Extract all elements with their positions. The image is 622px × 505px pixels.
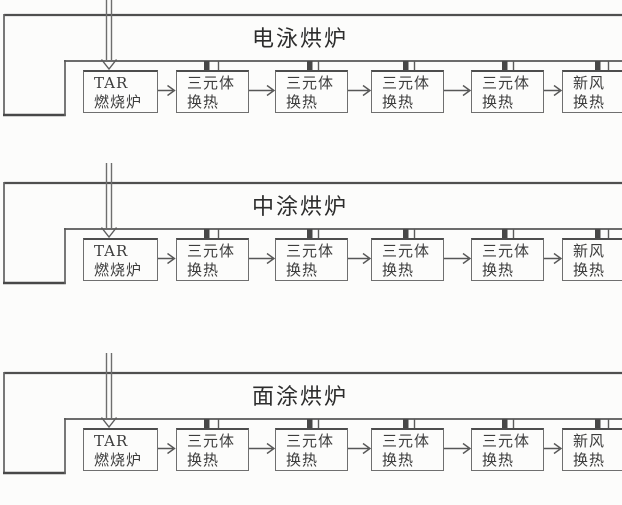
- flow-arrow-icon: [158, 442, 176, 455]
- box-label-line2: 换热: [482, 261, 515, 279]
- section-title: 中涂烘炉: [252, 195, 349, 220]
- duct-tick-connectors: [204, 61, 610, 71]
- box-label-line1: 新风: [573, 242, 606, 260]
- duct-down-arrow-icon: [100, 163, 118, 239]
- oven-outline-drawing: [3, 163, 622, 285]
- box-label-line1: TAR: [94, 74, 129, 92]
- tar-burner-box: TAR 燃烧炉: [83, 238, 158, 281]
- box-label-line1: 三元体: [187, 242, 236, 260]
- box-label-line1: 三元体: [382, 242, 431, 260]
- box-label-line1: 三元体: [187, 74, 236, 92]
- ternary-heat-exchanger-box: 三元体 换热: [471, 238, 544, 281]
- flow-arrow-icon: [249, 84, 276, 97]
- duct-down-arrow-icon: [100, 0, 118, 71]
- box-label-line1: 三元体: [286, 242, 335, 260]
- flow-arrows: [158, 442, 563, 455]
- ternary-heat-exchanger-box: 三元体 换热: [471, 428, 544, 471]
- flow-arrow-icon: [158, 84, 176, 97]
- box-label-line2: 换热: [382, 93, 415, 111]
- flow-arrow-icon: [249, 252, 276, 265]
- box-label-line1: 新风: [573, 74, 606, 92]
- box-label-line2: 换热: [286, 93, 319, 111]
- ternary-heat-exchanger-box: 三元体 换热: [176, 70, 249, 113]
- flow-arrows: [158, 84, 563, 97]
- box-label-line2: 换热: [286, 261, 319, 279]
- duct-tick-connectors: [204, 229, 610, 239]
- ternary-heat-exchanger-box: 三元体 换热: [275, 428, 348, 471]
- box-label-line1: 新风: [573, 432, 606, 450]
- flow-arrow-icon: [348, 442, 372, 455]
- box-label-line2: 换热: [573, 93, 606, 111]
- section-title: 面涂烘炉: [252, 385, 349, 410]
- box-label-line2: 换热: [382, 451, 415, 469]
- flow-arrow-icon: [444, 84, 472, 97]
- flow-arrow-icon: [544, 252, 563, 265]
- ternary-heat-exchanger-box: 三元体 换热: [275, 238, 348, 281]
- duct-down-arrow-icon: [100, 353, 118, 429]
- oven-section-midcoat: 中涂烘炉 TAR 燃烧炉 三元体 换热 三元体 换热 三元体 换热 三元体 换热…: [0, 163, 622, 289]
- box-label-line1: 三元体: [482, 74, 531, 92]
- flow-arrow-icon: [348, 84, 372, 97]
- flow-arrow-icon: [544, 84, 563, 97]
- box-label-line2: 换热: [286, 451, 319, 469]
- flow-arrow-icon: [249, 442, 276, 455]
- box-label-line2: 换热: [573, 261, 606, 279]
- box-label-line1: 三元体: [187, 432, 236, 450]
- flow-arrow-icon: [158, 252, 176, 265]
- fresh-air-heat-exchanger-box: 新风 换热: [562, 238, 622, 281]
- box-label-line2: 换热: [482, 451, 515, 469]
- flow-arrow-icon: [544, 442, 563, 455]
- flow-arrow-icon: [348, 252, 372, 265]
- box-label-line2: 换热: [382, 261, 415, 279]
- flow-arrow-icon: [444, 442, 472, 455]
- box-label-line2: 燃烧炉: [94, 93, 143, 111]
- tar-burner-box: TAR 燃烧炉: [83, 428, 158, 471]
- oven-section-electrophoresis: 电泳烘炉 TAR 燃烧炉 三元体 换热 三元体 换热 三元体 换热 三元体 换热…: [0, 0, 622, 121]
- box-label-line1: TAR: [94, 242, 129, 260]
- fresh-air-heat-exchanger-box: 新风 换热: [562, 428, 622, 471]
- oven-outline-drawing: [3, 353, 622, 475]
- ternary-heat-exchanger-box: 三元体 换热: [176, 428, 249, 471]
- box-label-line2: 燃烧炉: [94, 451, 143, 469]
- ternary-heat-exchanger-box: 三元体 换热: [471, 70, 544, 113]
- box-label-line2: 燃烧炉: [94, 261, 143, 279]
- flow-arrow-icon: [444, 252, 472, 265]
- fresh-air-heat-exchanger-box: 新风 换热: [562, 70, 622, 113]
- box-label-line2: 换热: [187, 451, 220, 469]
- duct-tick-connectors: [204, 419, 610, 429]
- box-label-line2: 换热: [187, 93, 220, 111]
- box-label-line1: 三元体: [286, 432, 335, 450]
- ternary-heat-exchanger-box: 三元体 换热: [371, 428, 444, 471]
- box-label-line1: TAR: [94, 432, 129, 450]
- box-label-line2: 换热: [482, 93, 515, 111]
- ternary-heat-exchanger-box: 三元体 换热: [176, 238, 249, 281]
- box-label-line2: 换热: [187, 261, 220, 279]
- tar-burner-box: TAR 燃烧炉: [83, 70, 158, 113]
- box-label-line2: 换热: [573, 451, 606, 469]
- ternary-heat-exchanger-box: 三元体 换热: [371, 238, 444, 281]
- ternary-heat-exchanger-box: 三元体 换热: [275, 70, 348, 113]
- box-label-line1: 三元体: [286, 74, 335, 92]
- box-label-line1: 三元体: [482, 242, 531, 260]
- box-label-line1: 三元体: [382, 74, 431, 92]
- ternary-heat-exchanger-box: 三元体 换热: [371, 70, 444, 113]
- oven-section-topcoat: 面涂烘炉 TAR 燃烧炉 三元体 换热 三元体 换热 三元体 换热 三元体 换热…: [0, 353, 622, 479]
- box-label-line1: 三元体: [482, 432, 531, 450]
- flow-arrows: [158, 252, 563, 265]
- oven-outline-drawing: [3, 0, 622, 117]
- section-title: 电泳烘炉: [252, 27, 349, 52]
- box-label-line1: 三元体: [382, 432, 431, 450]
